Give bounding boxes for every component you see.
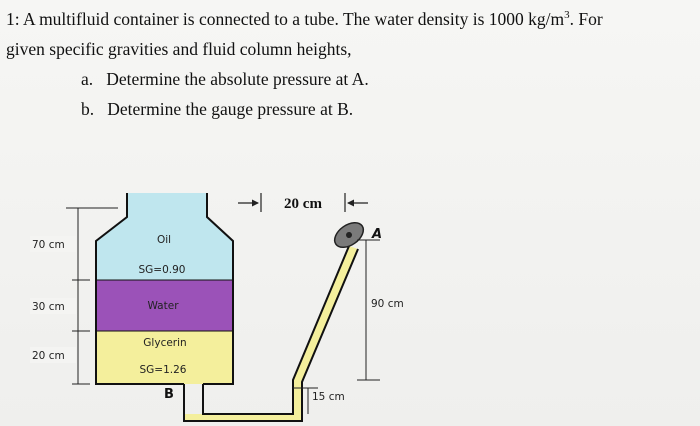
point-b-label: B [164, 387, 174, 402]
problem-statement: 1: A multifluid container is connected t… [6, 4, 696, 124]
problem-intro-part2: . For [569, 9, 603, 29]
dim-20-label: 20 cm [32, 350, 65, 362]
question-a: a. Determine the absolute pressure at A. [6, 64, 696, 94]
oil-label: Oil [157, 234, 171, 246]
bottom-dimension-15cm [293, 387, 318, 414]
oil-sg-label: SG=0.90 [139, 264, 186, 276]
tube-outline-inner [202, 245, 350, 415]
question-b-text: Determine the gauge pressure at B. [107, 99, 354, 119]
point-a-label: A [371, 227, 382, 242]
water-label: Water [147, 300, 179, 312]
dim-20-label-bg [30, 347, 76, 363]
pressure-gauge-a [333, 221, 365, 249]
container-outline-right [203, 193, 234, 385]
tube-outline-outer [183, 248, 359, 422]
dim-15-label: 15 cm [312, 391, 345, 403]
question-a-text: Determine the absolute pressure at A. [106, 69, 369, 89]
dim-20-horizontal-label: 20 cm [284, 196, 322, 212]
question-a-label: a. [81, 69, 94, 89]
top-dimension-20cm [238, 193, 368, 212]
problem-intro-line: 1: A multifluid container is connected t… [6, 4, 696, 34]
glycerin-label: Glycerin [143, 337, 186, 349]
glycerin-sg-label: SG=1.26 [140, 364, 187, 376]
question-b: b. Determine the gauge pressure at B. [6, 94, 696, 124]
oil-layer [96, 193, 233, 280]
glycerin-layer [96, 331, 233, 384]
right-dimension-90cm [357, 239, 380, 381]
dim-70-label-bg [30, 236, 76, 252]
problem-intro-part1: 1: A multifluid container is connected t… [6, 9, 565, 29]
container-outline [95, 193, 184, 385]
left-dimension-lines [66, 207, 118, 385]
dim-70-label: 70 cm [32, 239, 65, 251]
problem-intro-line-2: given specific gravities and fluid colum… [6, 39, 352, 59]
dim-30-label: 30 cm [32, 301, 65, 313]
problem-intro-superscript: 3 [564, 9, 570, 22]
dim-90-label: 90 cm [371, 298, 404, 310]
dim-30-label-bg [30, 298, 76, 314]
question-b-label: b. [81, 99, 95, 119]
water-layer [96, 280, 233, 331]
